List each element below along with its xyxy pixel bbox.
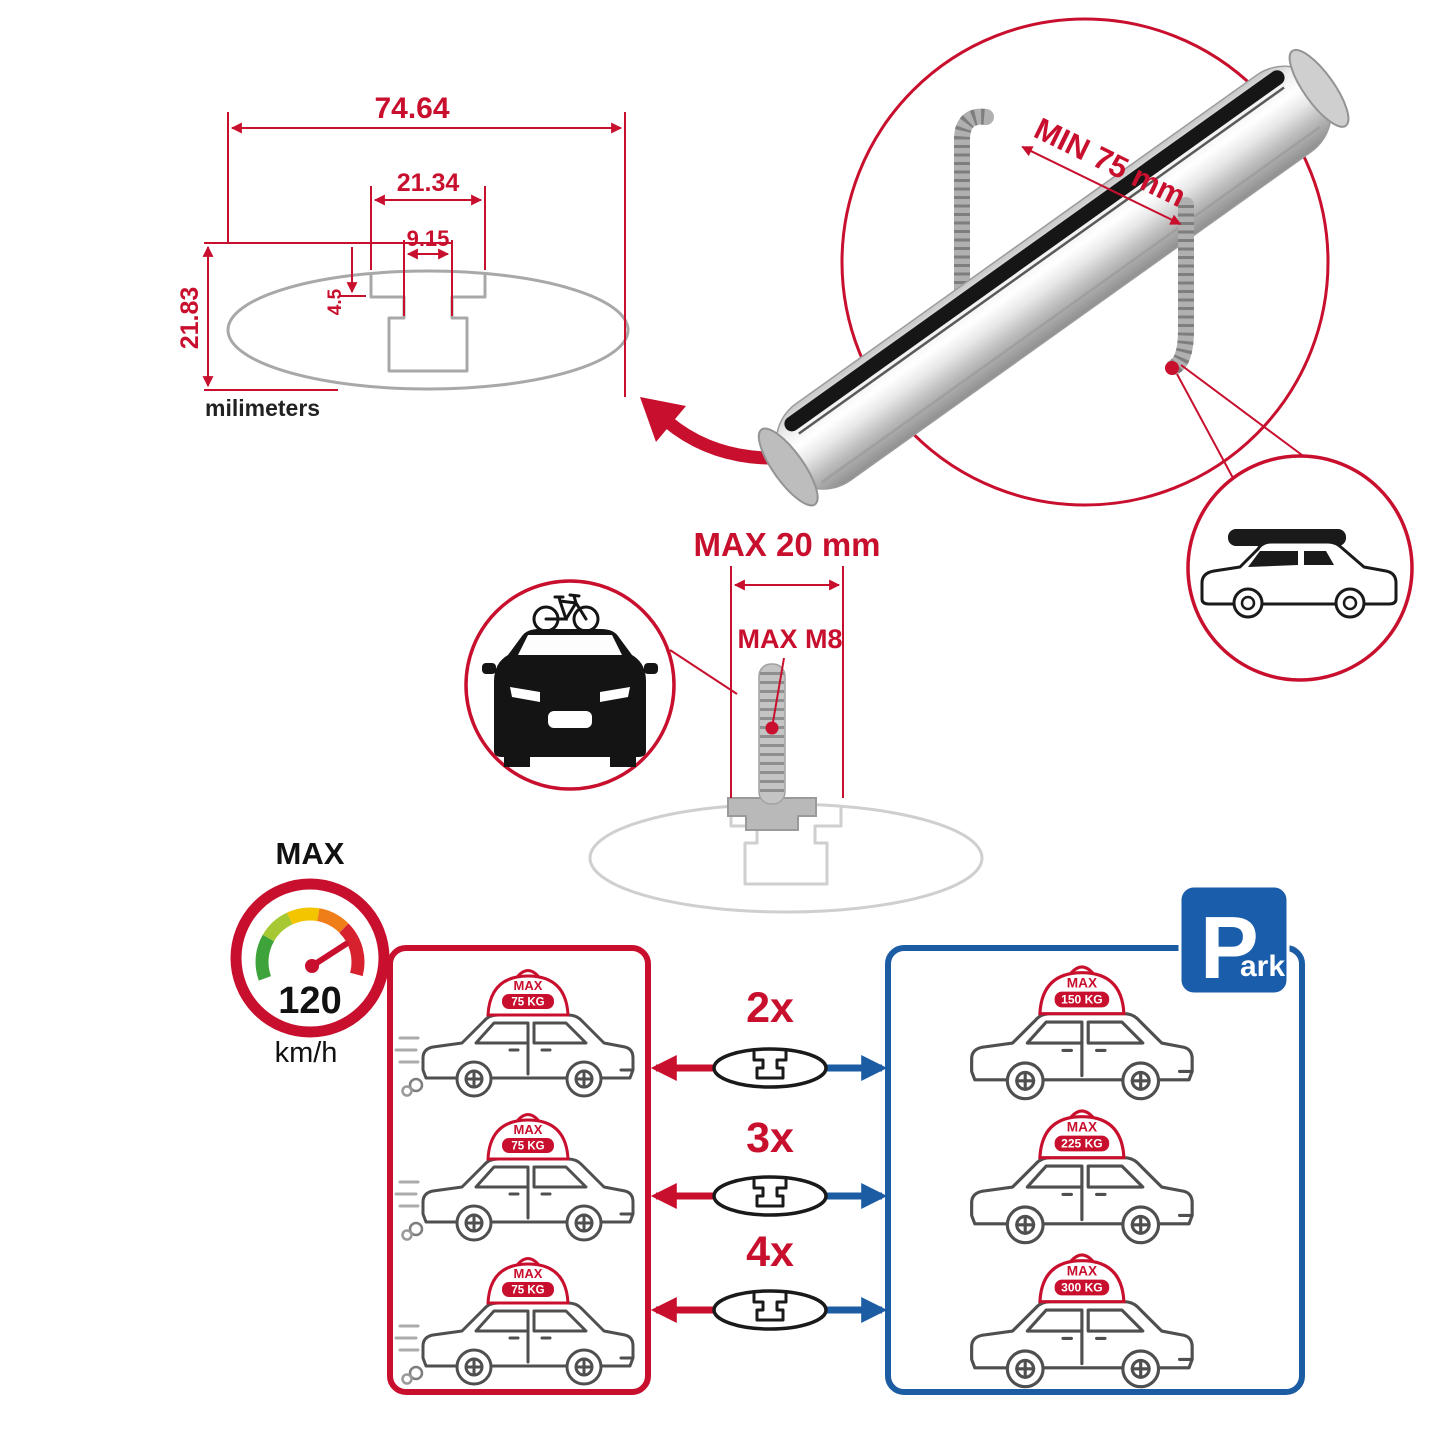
gauge-circle — [230, 878, 390, 1038]
dim-channel-width-label: 21.34 — [397, 169, 460, 197]
t-slot-channel-profile — [369, 273, 487, 373]
suv-with-roofbox — [1200, 529, 1398, 619]
speed-unit: km/h — [275, 1037, 338, 1069]
grille — [548, 711, 592, 728]
windshield — [518, 635, 622, 655]
side-mirror — [644, 663, 658, 674]
park-sign-ark: ark — [1240, 950, 1285, 983]
roof-load-max-label: MAX — [514, 978, 543, 993]
bar-count-rows: 2x 3x 4x — [650, 984, 888, 1331]
car-driving-3: MAX 75 KG — [394, 1257, 635, 1386]
roof-load-kg-label: 150 KG — [1061, 993, 1103, 1007]
multiplier-label: 4x — [746, 1228, 794, 1276]
front-wheel — [610, 757, 636, 767]
gauge-arc — [255, 907, 365, 981]
dimension-bolt-width: MAX 20 mm — [693, 526, 881, 798]
bar-detail: MIN 75 mm — [757, 17, 1350, 507]
roof-load-kg-label: 300 KG — [1061, 1281, 1103, 1295]
roof-load-max-label: MAX — [1067, 1263, 1097, 1278]
driving-load-box: MAX 75 KG MAX 75 KG MAX 75 KG — [387, 945, 651, 1395]
bar-count-row-2x: 2x — [650, 984, 888, 1089]
roof-load-kg-label: 75 KG — [511, 1285, 544, 1297]
magnifier-circle — [840, 17, 1330, 507]
aluminum-crossbar — [757, 48, 1350, 507]
suv-roofbox-circle — [1186, 454, 1414, 682]
bar-end-cap — [757, 427, 819, 507]
dimension-channel-width: 21.34 — [370, 169, 486, 270]
car-parked-3: MAX 300 KG — [970, 1253, 1194, 1389]
pointer-arrowhead — [640, 397, 686, 442]
bar-count-row-4x: 4x — [650, 1228, 888, 1331]
roof-load-kg-ribbon — [502, 1138, 554, 1153]
car-front-with-bike — [482, 593, 658, 767]
bolt-width-label: MAX 20 mm — [693, 526, 880, 563]
dim-lip-depth-label: 4.5 — [325, 288, 346, 315]
park-sign-p: P — [1200, 898, 1259, 997]
bar-count-row-3x: 3x — [650, 1114, 888, 1217]
dimension-height: 21.83 — [176, 245, 338, 391]
callout-line — [1180, 364, 1307, 459]
park-sign-square — [1178, 884, 1290, 996]
bar-end-cap — [1288, 48, 1350, 128]
parked-load-box: MAX 150 KG MAX 225 KG MAX 300 KG — [885, 945, 1305, 1395]
roof-load-kg-ribbon — [502, 994, 554, 1009]
roof-load-kg-label: 75 KG — [511, 997, 544, 1009]
roof-load-kg-label: 225 KG — [1061, 1137, 1103, 1151]
speed-value: 120 — [278, 980, 341, 1022]
car-driving-1: MAX 75 KG — [394, 969, 635, 1098]
callout-dot — [765, 721, 779, 735]
callout-line — [669, 649, 738, 695]
roof-load-max-label: MAX — [1067, 975, 1097, 990]
cross-section-diagram: 74.64 21.34 9.15 4.5 21.83 milimeters — [176, 92, 630, 421]
car-parked-2: MAX 225 KG — [970, 1109, 1194, 1245]
roof-load-kg-ribbon — [1054, 1279, 1110, 1296]
roof-load-kg-ribbon — [1054, 1135, 1110, 1152]
bolt-detail: MAX 20 mm MAX M8 — [588, 526, 984, 914]
u-bolt-left — [954, 108, 994, 326]
t-bolt-head — [727, 797, 817, 831]
crossbar-icon — [712, 1047, 828, 1089]
front-wheel — [504, 757, 530, 767]
crossbar-icon — [712, 1175, 828, 1217]
roof-load-max-label: MAX — [514, 1122, 543, 1137]
roof-load-kg-ribbon — [502, 1282, 554, 1297]
car-front-circle — [464, 579, 738, 791]
dim-slot-width-label: 9.15 — [407, 226, 450, 251]
car-parked-1: MAX 150 KG — [970, 965, 1194, 1101]
dimension-total-width: 74.64 — [227, 92, 626, 397]
roof-load-kg-ribbon — [1054, 991, 1110, 1008]
units-label: milimeters — [205, 395, 320, 421]
side-mirror — [482, 663, 496, 674]
dimension-slot-width: 9.15 — [403, 226, 453, 316]
dimension-lip-depth: 4.5 — [204, 242, 452, 315]
gauge-hub — [305, 959, 319, 973]
headlight — [510, 687, 540, 702]
car-driving-2: MAX 75 KG — [394, 1113, 635, 1242]
roof-load-max-label: MAX — [1067, 1119, 1097, 1134]
roof-load-max-label: MAX — [514, 1266, 543, 1281]
thread-callout-line — [772, 657, 785, 723]
car-front-body — [494, 629, 646, 757]
speed-max-label: MAX — [276, 836, 345, 871]
park-sign: P ark — [1178, 884, 1290, 997]
speed-limit-gauge: MAX 120 km/h — [230, 836, 390, 1069]
crossbar-icon — [712, 1289, 828, 1331]
callout-line — [1176, 373, 1234, 479]
callout-dot — [1165, 361, 1179, 375]
bolt-thread-label: MAX M8 — [737, 624, 842, 654]
roof-load-kg-label: 75 KG — [511, 1141, 544, 1153]
dim-total-width-label: 74.64 — [374, 92, 449, 125]
multiplier-label: 3x — [746, 1114, 794, 1162]
headlight — [600, 687, 630, 702]
crossbar-profile-ellipse — [226, 269, 630, 391]
multiplier-label: 2x — [746, 984, 794, 1032]
dim-height-label: 21.83 — [176, 287, 204, 350]
